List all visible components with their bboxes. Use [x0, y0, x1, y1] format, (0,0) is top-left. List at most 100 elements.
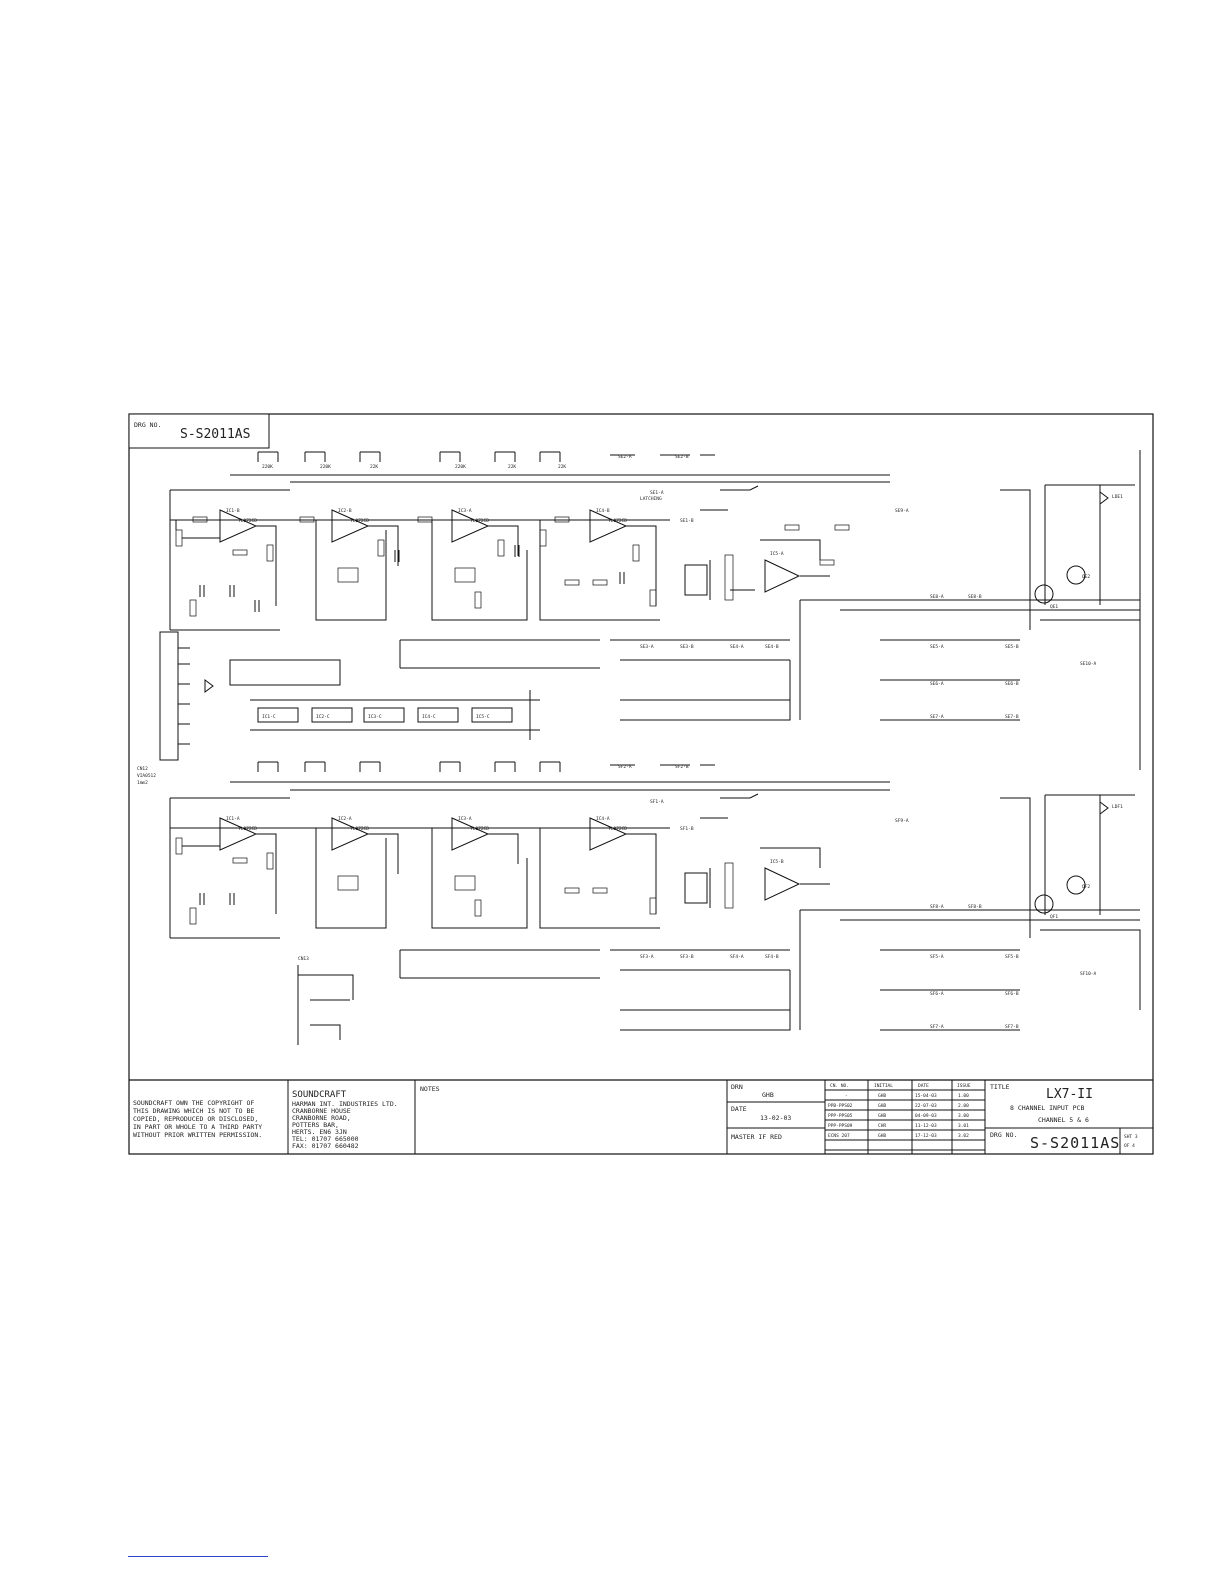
opamp-stage-4: IC4-B TL072CD [539, 508, 660, 621]
svg-text:QE1: QE1 [1050, 604, 1058, 610]
opamp-stage-2b: IC2-A TL072CD [315, 816, 399, 929]
svg-text:TL072CD: TL072CD [350, 518, 369, 524]
svg-text:LATCHING: LATCHING [640, 496, 662, 502]
trim-pot-row-top: 220K 220K 22K 220K 22K 22K [257, 451, 566, 470]
svg-text:TEL: 01707 665000: TEL: 01707 665000 [292, 1135, 359, 1143]
trim-pot-value: 22K [508, 464, 516, 470]
company-address: SOUNDCRAFT HARMAN INT. INDUSTRIES LTD. C… [292, 1090, 398, 1150]
svg-text:SF5-A: SF5-A [930, 954, 944, 960]
svg-text:IC2-A: IC2-A [338, 816, 352, 822]
svg-text:COPIED, REPRODUCED OR DISCLOSE: COPIED, REPRODUCED OR DISCLOSED, [133, 1115, 258, 1123]
svg-text:TL072CD: TL072CD [350, 826, 369, 832]
fader-section-bottom: IC5-B [684, 793, 830, 909]
svg-text:GHB: GHB [878, 1103, 886, 1109]
routing-matrix-top: SE3-A SE3-B SE4-A SE4-B SE5-A SE5-B SE6-… [399, 508, 1140, 721]
svg-text:17-12-03: 17-12-03 [915, 1133, 937, 1139]
svg-text:LDE1: LDE1 [1112, 494, 1123, 500]
led-driver-bottom: LDF1 QF1 QF2 [1000, 794, 1141, 1010]
svg-text:IC5-A: IC5-A [770, 551, 784, 557]
svg-text:SF3-A: SF3-A [640, 954, 654, 960]
svg-text:ISSUE: ISSUE [957, 1083, 971, 1089]
svg-text:SE1-A: SE1-A [650, 490, 664, 496]
trim-pot-value: 220K [320, 464, 331, 470]
svg-text:CHANNEL 5 & 6: CHANNEL 5 & 6 [1038, 1116, 1089, 1124]
svg-text:QF2: QF2 [1082, 884, 1090, 890]
svg-text:IC1-C: IC1-C [262, 714, 276, 720]
svg-text:IC4-A: IC4-A [596, 816, 610, 822]
svg-text:POTTERS BAR,: POTTERS BAR, [292, 1121, 339, 1129]
svg-text:SE4-A: SE4-A [730, 644, 744, 650]
svg-text:-: - [845, 1094, 848, 1099]
svg-text:SF10-A: SF10-A [1080, 971, 1097, 977]
trim-pot-value: 22K [558, 464, 566, 470]
svg-text:2.00: 2.00 [958, 1103, 969, 1109]
svg-text:IC2-B: IC2-B [338, 508, 352, 514]
opamp-stage-3b: IC3-A TL072CD [431, 816, 528, 929]
svg-text:SE4-B: SE4-B [765, 644, 779, 650]
fader-section-top: IC5-A [684, 485, 850, 601]
svg-text:IC4-C: IC4-C [422, 714, 436, 720]
svg-text:IC1-B: IC1-B [226, 508, 240, 514]
svg-text:TL072CD: TL072CD [238, 826, 257, 832]
channel-6-circuit: IC1-A TL072CD IC2-A TL072CD IC3-A TL072C… [169, 761, 1141, 1045]
opamp-stage-2: IC2-B TL072CD [299, 508, 400, 621]
svg-text:TL072CD: TL072CD [470, 518, 489, 524]
svg-text:SE8-A: SE8-A [930, 594, 944, 600]
svg-text:SE7-B: SE7-B [1005, 714, 1019, 720]
opamp-stage-1b: IC1-A TL072CD [175, 816, 277, 925]
svg-text:INITIAL: INITIAL [874, 1083, 893, 1089]
svg-text:THIS DRAWING WHICH IS NOT TO B: THIS DRAWING WHICH IS NOT TO BE [133, 1107, 254, 1115]
svg-text:SF1-A: SF1-A [650, 799, 664, 805]
svg-text:SOUNDCRAFT OWN THE COPYRIGHT O: SOUNDCRAFT OWN THE COPYRIGHT OF [133, 1099, 254, 1107]
trim-pot-value: 220K [262, 464, 273, 470]
svg-text:SF4-B: SF4-B [765, 954, 779, 960]
svg-text:CN. NO.: CN. NO. [830, 1083, 849, 1089]
svg-text:8 CHANNEL INPUT PCB: 8 CHANNEL INPUT PCB [1010, 1104, 1084, 1112]
svg-text:SF6-A: SF6-A [930, 991, 944, 997]
svg-text:CRANBORNE ROAD,: CRANBORNE ROAD, [292, 1114, 351, 1122]
svg-text:IC3-C: IC3-C [368, 714, 382, 720]
opamp-stage-1: IC1-B TL072CD [175, 508, 277, 617]
svg-text:IC5-B: IC5-B [770, 859, 784, 865]
svg-text:SE3-B: SE3-B [680, 644, 694, 650]
svg-text:GHB: GHB [878, 1093, 886, 1099]
svg-text:SE6-A: SE6-A [930, 681, 944, 687]
svg-text:LX7-II: LX7-II [1046, 1087, 1093, 1102]
drg-no-label: DRG NO. [134, 421, 161, 429]
svg-text:IC1-A: IC1-A [226, 816, 240, 822]
svg-text:SE3-A: SE3-A [640, 644, 654, 650]
connector-section: CN12 VIA0512 1mm2 [137, 631, 341, 786]
svg-text:SF9-A: SF9-A [895, 818, 909, 824]
svg-text:SE5-B: SE5-B [1005, 644, 1019, 650]
trim-pot-value: 220K [455, 464, 466, 470]
title-block: SOUNDCRAFT OWN THE COPYRIGHT OF THIS DRA… [129, 1079, 1153, 1154]
opamp-stage-4b: IC4-A TL072CD [539, 816, 660, 929]
svg-text:S-S2011AS: S-S2011AS [1030, 1134, 1120, 1152]
svg-text:SF8-B: SF8-B [968, 904, 982, 910]
svg-text:VIA0512: VIA0512 [137, 773, 156, 779]
svg-text:22-07-03: 22-07-03 [915, 1103, 937, 1109]
drawing-border [128, 413, 1154, 1155]
bottom-connector: CN13 [297, 956, 354, 1045]
svg-text:IC3-A: IC3-A [458, 816, 472, 822]
svg-text:13-02-03: 13-02-03 [760, 1114, 791, 1122]
svg-text:TL072CD: TL072CD [470, 826, 489, 832]
svg-text:GHB: GHB [878, 1133, 886, 1139]
footer-rule [128, 1556, 268, 1557]
svg-text:MASTER IF RED: MASTER IF RED [731, 1133, 782, 1141]
svg-text:SE6-B: SE6-B [1005, 681, 1019, 687]
svg-text:CHR: CHR [878, 1123, 886, 1129]
svg-text:04-09-03: 04-09-03 [915, 1113, 937, 1119]
svg-text:3.02: 3.02 [958, 1133, 969, 1139]
trim-pot-value: 22K [370, 464, 378, 470]
led-driver-top: LDE1 QE1 QE2 [1000, 450, 1141, 770]
notes-label: NOTES [420, 1085, 440, 1093]
svg-text:3.01: 3.01 [958, 1123, 969, 1129]
svg-text:SE7-A: SE7-A [930, 714, 944, 720]
svg-text:11-12-03: 11-12-03 [915, 1123, 937, 1129]
svg-text:SF6-B: SF6-B [1005, 991, 1019, 997]
svg-text:HARMAN INT. INDUSTRIES LTD.: HARMAN INT. INDUSTRIES LTD. [292, 1100, 398, 1108]
svg-text:TL072CD: TL072CD [238, 518, 257, 524]
svg-text:TL072CD: TL072CD [608, 518, 627, 524]
svg-text:PPP-PPS05: PPP-PPS05 [828, 1113, 853, 1119]
